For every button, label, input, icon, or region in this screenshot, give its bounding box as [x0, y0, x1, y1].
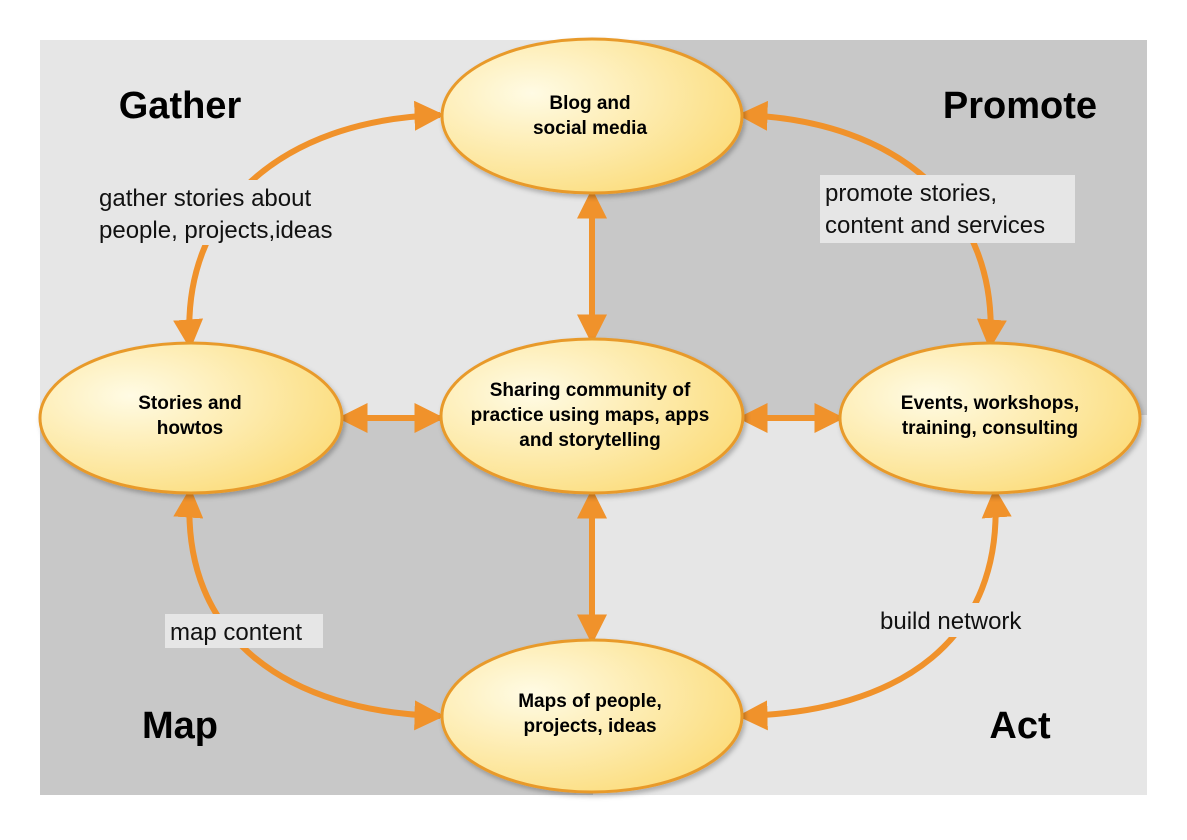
node-blog-line-1: Blog and	[549, 93, 630, 114]
node-center-line-3: and storytelling	[519, 430, 660, 451]
node-blog-line-2: social media	[533, 118, 647, 139]
quadrant-title-map: Map	[142, 705, 218, 747]
node-maps: Maps of people, projects, ideas	[440, 638, 744, 794]
quadrant-title-act: Act	[989, 705, 1051, 747]
node-stories-line-2: howtos	[157, 418, 224, 439]
node-center-line-1: Sharing community of	[490, 380, 691, 401]
edge-label-promote: promote stories, content and services	[820, 175, 1075, 243]
arrow-act	[737, 487, 1012, 731]
node-events-line-2: training, consulting	[902, 418, 1078, 439]
node-stories-line-1: Stories and	[138, 393, 241, 414]
edge-label-map: map content	[165, 614, 323, 648]
node-stories: Stories and howtos	[38, 341, 344, 495]
edge-label-act: build network	[876, 603, 1042, 637]
node-maps-line-2: projects, ideas	[523, 716, 656, 737]
quadrant-title-gather: Gather	[119, 85, 242, 127]
arrow-map	[173, 487, 445, 731]
edge-label-promote-line-1: promote stories,	[825, 180, 997, 207]
edge-label-map-line-1: map content	[170, 619, 302, 646]
edge-label-gather-line-1: gather stories about	[99, 185, 311, 212]
edge-label-gather-line-2: people, projects,ideas	[99, 217, 332, 244]
edge-label-act-line-1: build network	[880, 608, 1022, 635]
quadrant-title-promote: Promote	[943, 85, 1097, 127]
edge-label-promote-line-2: content and services	[825, 212, 1045, 239]
node-events: Events, workshops, training, consulting	[838, 341, 1142, 495]
edge-label-gather: gather stories about people, projects,id…	[95, 180, 365, 245]
node-events-line-1: Events, workshops,	[901, 393, 1079, 414]
node-center-line-2: practice using maps, apps	[471, 405, 710, 426]
node-center: Sharing community of practice using maps…	[439, 337, 745, 495]
node-maps-line-1: Maps of people,	[518, 691, 662, 712]
node-blog: Blog and social media	[440, 37, 744, 195]
